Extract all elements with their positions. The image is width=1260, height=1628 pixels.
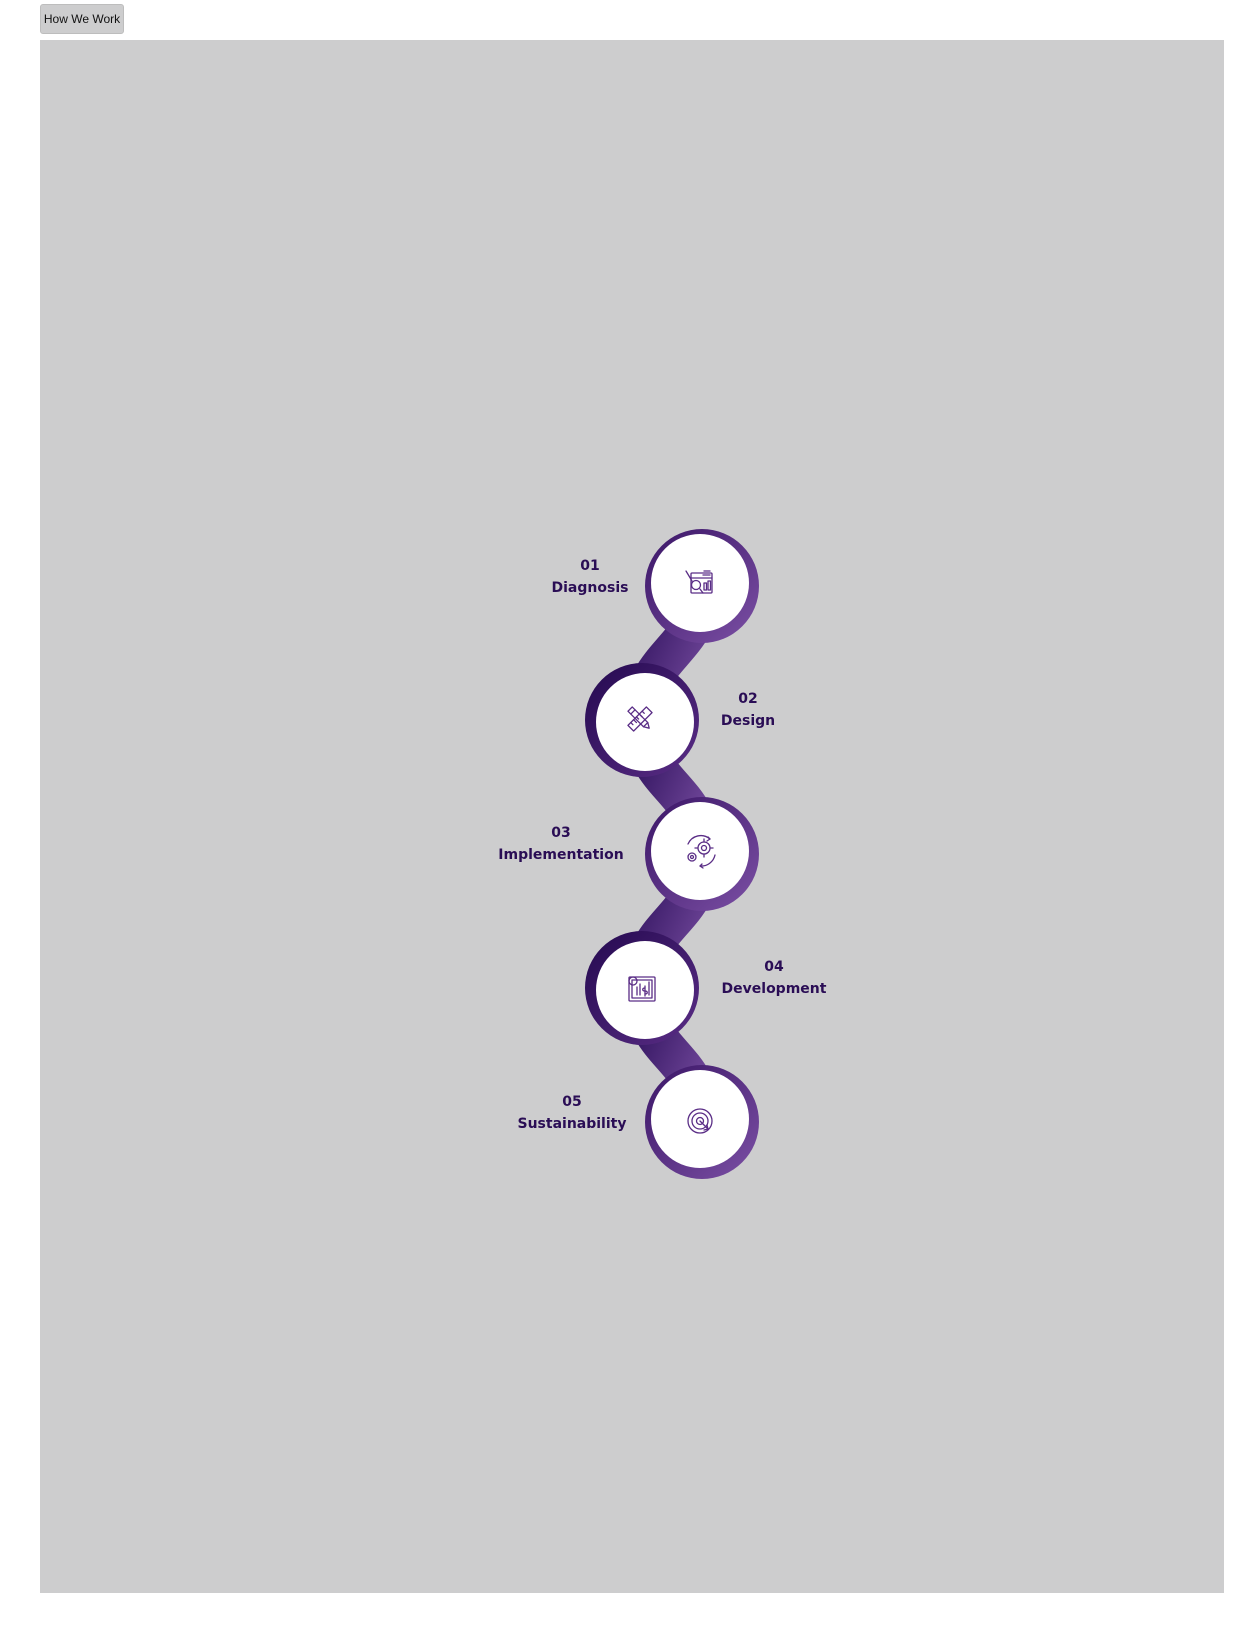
step-3-label: Implementation (498, 847, 623, 863)
how-we-work-tab[interactable]: How We Work (40, 4, 124, 34)
step-4-number: 04 (764, 959, 784, 975)
content-panel: 01 Diagnosis (40, 40, 1224, 1593)
step-3-circle (651, 802, 749, 900)
step-1-label: Diagnosis (552, 580, 629, 596)
gears-cycle-icon (687, 834, 716, 869)
step-2: 02 Design (585, 663, 775, 777)
diagnosis-chart-icon (685, 570, 713, 594)
step-5-label: Sustainability (518, 1116, 627, 1132)
step-5-circle (651, 1070, 749, 1168)
step-2-circle (596, 673, 694, 771)
report-document-icon (628, 976, 656, 1002)
step-2-label: Design (721, 713, 775, 729)
step-4: 04 Development (585, 931, 827, 1045)
step-1-number: 01 (580, 558, 599, 574)
pencil-ruler-icon (627, 706, 653, 732)
process-diagram: 01 Diagnosis (498, 529, 827, 1179)
step-4-label: Development (722, 981, 827, 997)
step-2-number: 02 (738, 691, 757, 707)
step-3: 03 Implementation (498, 797, 759, 911)
step-1: 01 Diagnosis (552, 529, 759, 643)
step-5: 05 Sustainability (518, 1065, 759, 1179)
target-icon (687, 1108, 713, 1134)
step-5-number: 05 (562, 1094, 581, 1110)
step-3-number: 03 (551, 825, 570, 841)
